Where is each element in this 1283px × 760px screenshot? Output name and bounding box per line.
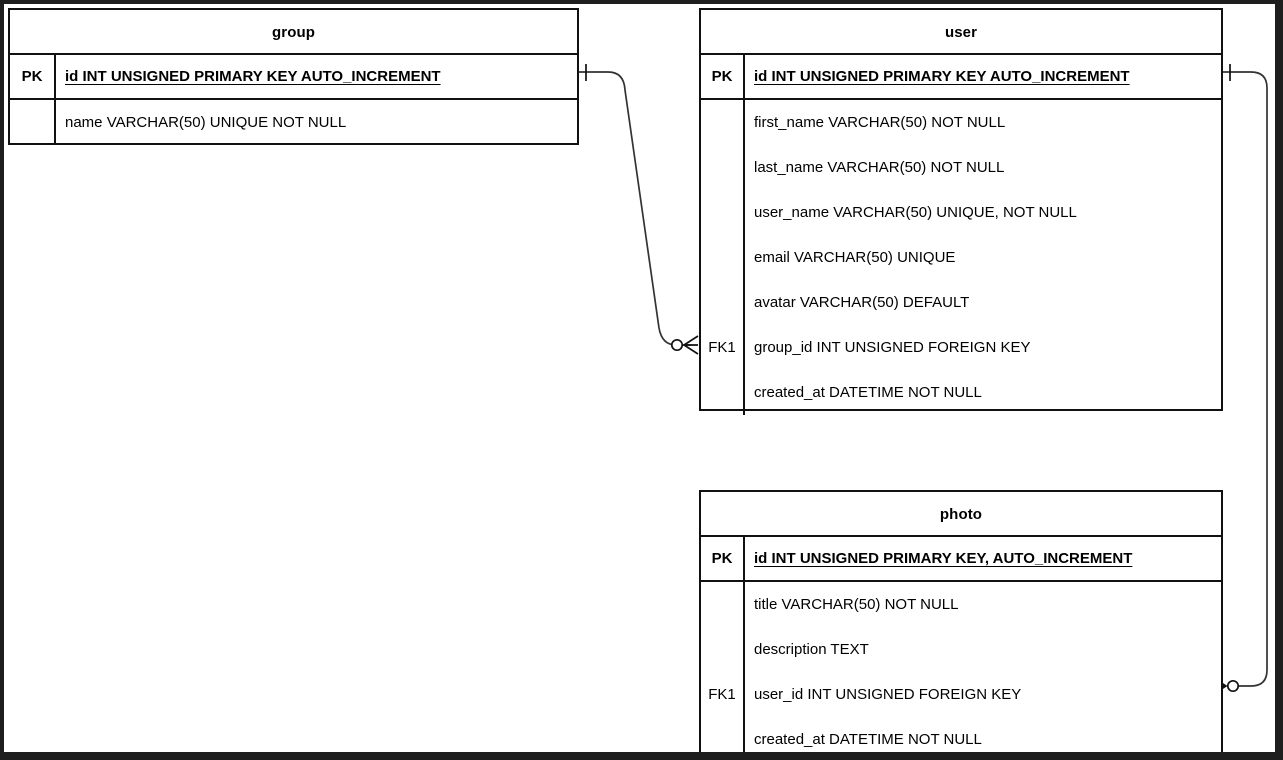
fk-tag-photo: FK1 (708, 686, 736, 703)
field-row: description TEXT (754, 641, 869, 658)
cardinality-many-crowsfoot-user (682, 335, 699, 355)
pk-tag-user: PK (701, 55, 745, 98)
field-column-user: first_name VARCHAR(50) NOT NULL last_name… (745, 100, 1221, 415)
field-row: group_id INT UNSIGNED FOREIGN KEY (754, 339, 1031, 356)
field-row: last_name VARCHAR(50) NOT NULL (754, 159, 1005, 176)
entity-body-photo: FK1 title VARCHAR(50) NOT NULL descriptio… (701, 582, 1221, 752)
key-column-photo: FK1 (701, 582, 745, 752)
diagram-canvas: group PK id INT UNSIGNED PRIMARY KEY AUT… (4, 4, 1275, 752)
field-row: created_at DATETIME NOT NULL (754, 384, 982, 401)
entity-body-user: FK1 first_name VARCHAR(50) NOT NULL last_… (701, 100, 1221, 415)
cardinality-zero-circle-photo (1226, 679, 1240, 693)
relationship-line-user-photo (1219, 71, 1268, 687)
field-row: email VARCHAR(50) UNIQUE (754, 249, 956, 266)
field-row: first_name VARCHAR(50) NOT NULL (754, 114, 1006, 131)
pk-field-photo: id INT UNSIGNED PRIMARY KEY, AUTO_INCREM… (745, 537, 1221, 580)
key-column-user: FK1 (701, 100, 745, 415)
relationship-line-group-user (575, 71, 691, 346)
field-row: avatar VARCHAR(50) DEFAULT (754, 294, 970, 311)
entity-pk-row-photo: PK id INT UNSIGNED PRIMARY KEY, AUTO_INC… (701, 537, 1221, 582)
pk-field-text-user: id INT UNSIGNED PRIMARY KEY AUTO_INCREME… (754, 68, 1130, 85)
field-row: title VARCHAR(50) NOT NULL (754, 596, 959, 613)
pk-field-user: id INT UNSIGNED PRIMARY KEY AUTO_INCREME… (745, 55, 1221, 98)
entity-body-group: name VARCHAR(50) UNIQUE NOT NULL (10, 100, 577, 145)
pk-field-group: id INT UNSIGNED PRIMARY KEY AUTO_INCREME… (56, 55, 577, 98)
field-row: created_at DATETIME NOT NULL (754, 731, 982, 748)
entity-title-user: user (701, 10, 1221, 55)
cardinality-zero-circle-user (670, 338, 684, 352)
field-column-photo: title VARCHAR(50) NOT NULL description TE… (745, 582, 1221, 752)
entity-table-group[interactable]: group PK id INT UNSIGNED PRIMARY KEY AUT… (8, 8, 579, 145)
pk-field-text-group: id INT UNSIGNED PRIMARY KEY AUTO_INCREME… (65, 68, 441, 85)
field-row: name VARCHAR(50) UNIQUE NOT NULL (65, 114, 347, 131)
field-row: user_id INT UNSIGNED FOREIGN KEY (754, 686, 1022, 703)
relationship-group-to-user (575, 64, 699, 355)
entity-title-group: group (10, 10, 577, 55)
field-row: user_name VARCHAR(50) UNIQUE, NOT NULL (754, 204, 1077, 221)
entity-title-photo: photo (701, 492, 1221, 537)
entity-pk-row-group: PK id INT UNSIGNED PRIMARY KEY AUTO_INCR… (10, 55, 577, 100)
entity-pk-row-user: PK id INT UNSIGNED PRIMARY KEY AUTO_INCR… (701, 55, 1221, 100)
pk-tag-group: PK (10, 55, 56, 98)
pk-field-text-photo: id INT UNSIGNED PRIMARY KEY, AUTO_INCREM… (754, 550, 1133, 567)
fk-tag-user: FK1 (708, 339, 736, 356)
key-column-group (10, 100, 56, 145)
entity-table-user[interactable]: user PK id INT UNSIGNED PRIMARY KEY AUTO… (699, 8, 1223, 415)
pk-tag-photo: PK (701, 537, 745, 580)
entity-table-photo[interactable]: photo PK id INT UNSIGNED PRIMARY KEY, AU… (699, 490, 1223, 752)
field-column-group: name VARCHAR(50) UNIQUE NOT NULL (56, 100, 577, 145)
